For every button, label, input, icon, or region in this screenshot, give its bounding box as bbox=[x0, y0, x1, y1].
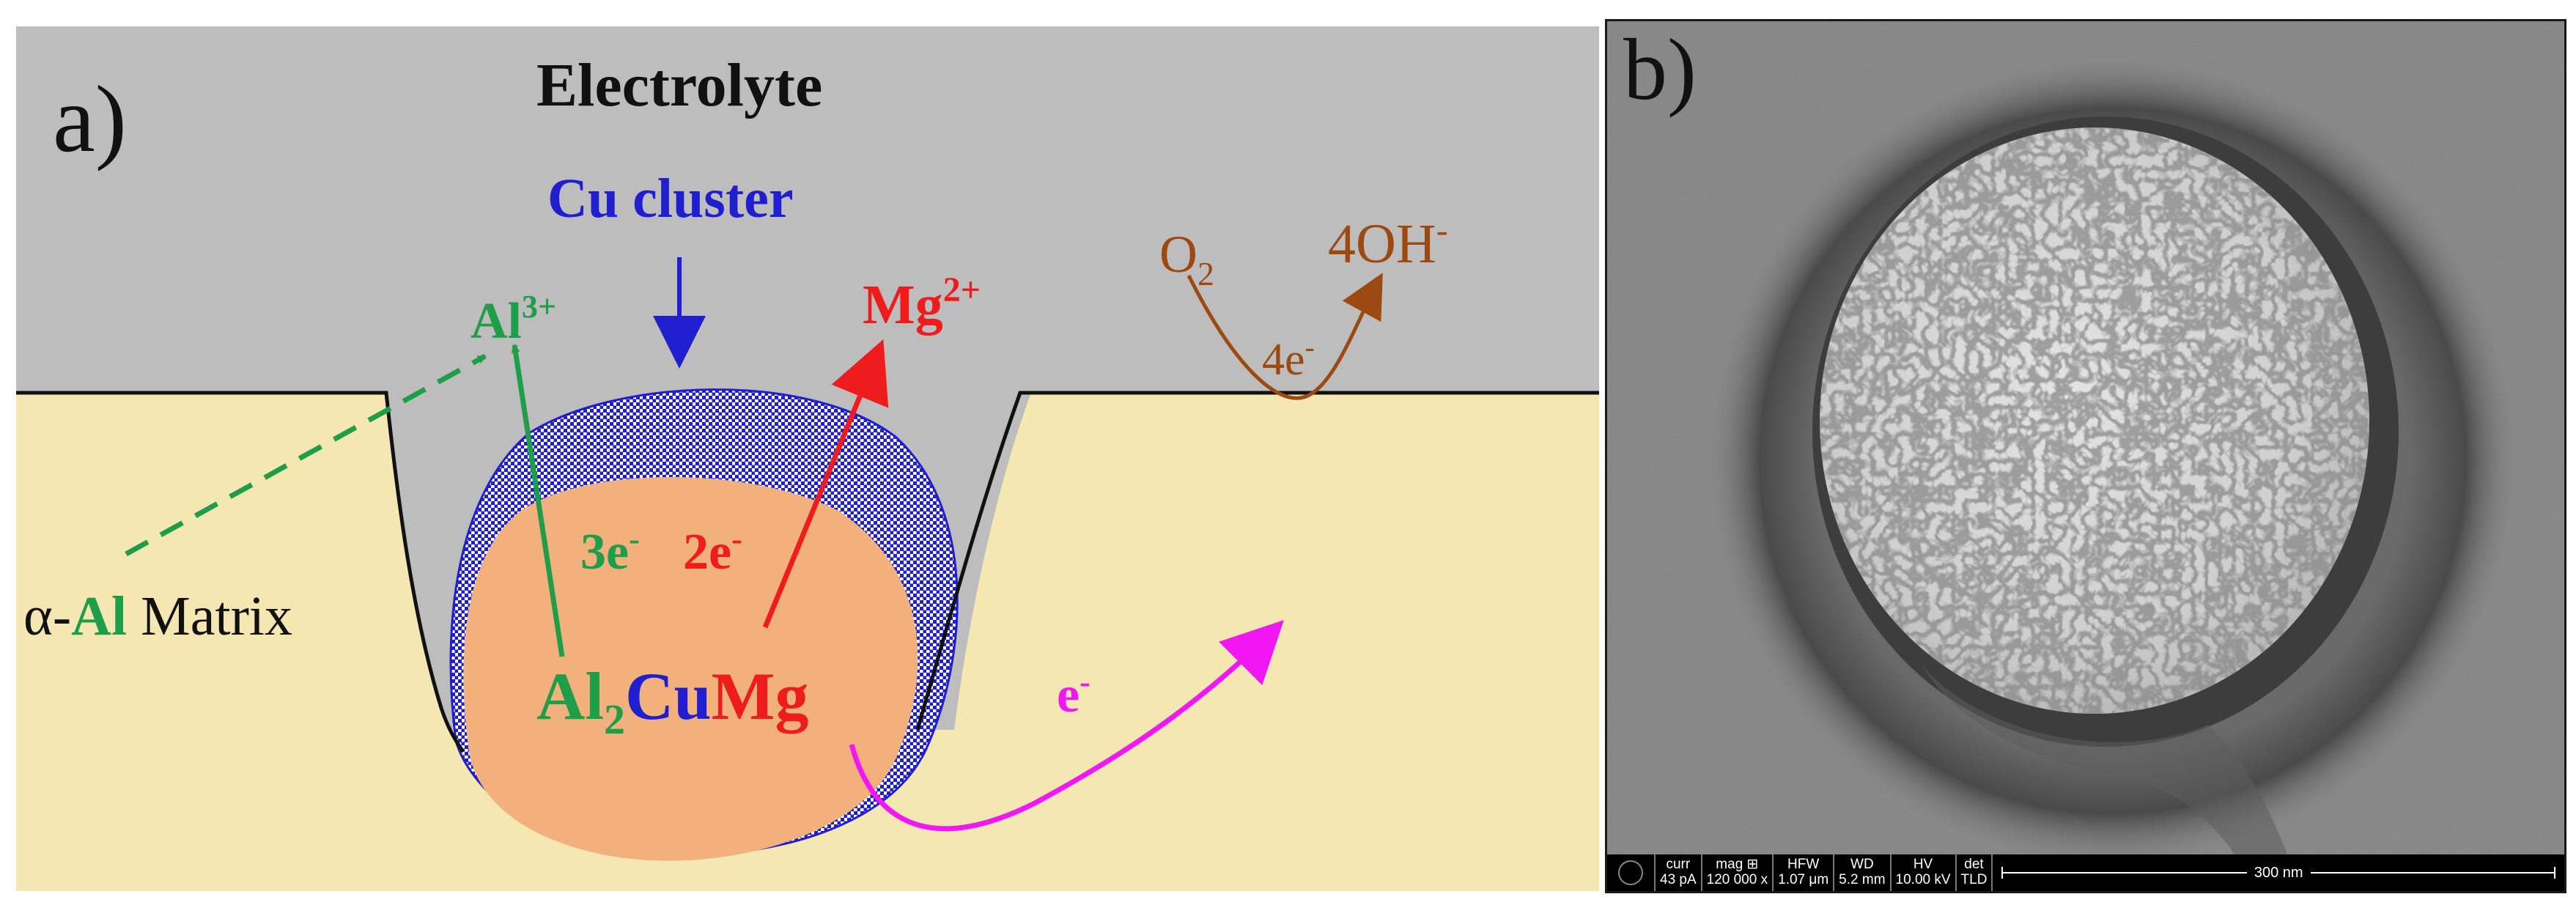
databar-mag: mag ⊞ 120 000 x bbox=[1702, 854, 1774, 891]
hydroxide-label: 4OH- bbox=[1328, 211, 1448, 275]
sem-databar: curr 43 pA mag ⊞ 120 000 x HFW 1.07 μm W… bbox=[1607, 854, 2564, 891]
sem-micrograph-panel-b: b) curr 43 pA mag ⊞ 120 000 x HFW 1.07 μ… bbox=[1605, 19, 2566, 893]
al-ion-label: Al3+ bbox=[470, 289, 556, 350]
al2cumg-particle bbox=[463, 477, 918, 861]
databar-wd: WD 5.2 mm bbox=[1834, 854, 1892, 891]
mg-ion-label: Mg2+ bbox=[863, 270, 981, 336]
two-electron-label: 2e- bbox=[683, 521, 742, 580]
al2cumg-label: Al2CuMg bbox=[536, 659, 808, 743]
databar-hfw: HFW 1.07 μm bbox=[1774, 854, 1835, 891]
alpha-al-matrix-label: α-Al Matrix bbox=[23, 586, 292, 647]
panel-label-a: a) bbox=[53, 67, 127, 172]
oxygen-label: O2 bbox=[1159, 225, 1214, 292]
four-electron-label: 4e- bbox=[1262, 330, 1315, 385]
oxygen-reduction-arrow bbox=[1186, 273, 1383, 400]
panel-label-b: b) bbox=[1623, 21, 1697, 118]
scale-bar: 300 nm bbox=[1993, 854, 2564, 891]
scale-bar-label: 300 nm bbox=[2254, 864, 2303, 881]
databar-det: det TLD bbox=[1957, 854, 1993, 891]
databar-curr: curr 43 pA bbox=[1656, 854, 1702, 891]
three-electron-label: 3e- bbox=[580, 521, 640, 580]
mg-ion-arrow bbox=[762, 339, 889, 629]
electron-label: e- bbox=[1057, 664, 1090, 723]
electron-flow-arrow bbox=[849, 620, 1284, 832]
electrolyte-label: Electrolyte bbox=[536, 51, 822, 119]
pit-outline bbox=[16, 391, 465, 753]
instrument-logo-icon bbox=[1607, 854, 1656, 891]
cu-cluster-label: Cu cluster bbox=[547, 168, 794, 229]
sem-image bbox=[1607, 21, 2564, 859]
al-dashed-arrow bbox=[125, 353, 487, 557]
al-ion-arrow bbox=[511, 344, 565, 657]
electrolyte-region bbox=[16, 26, 1599, 393]
databar-hv: HV 10.00 kV bbox=[1892, 854, 1957, 891]
schematic-panel-a: a) Electrolyte Cu cluster Al3+ Mg2+ O2 4… bbox=[16, 26, 1599, 891]
